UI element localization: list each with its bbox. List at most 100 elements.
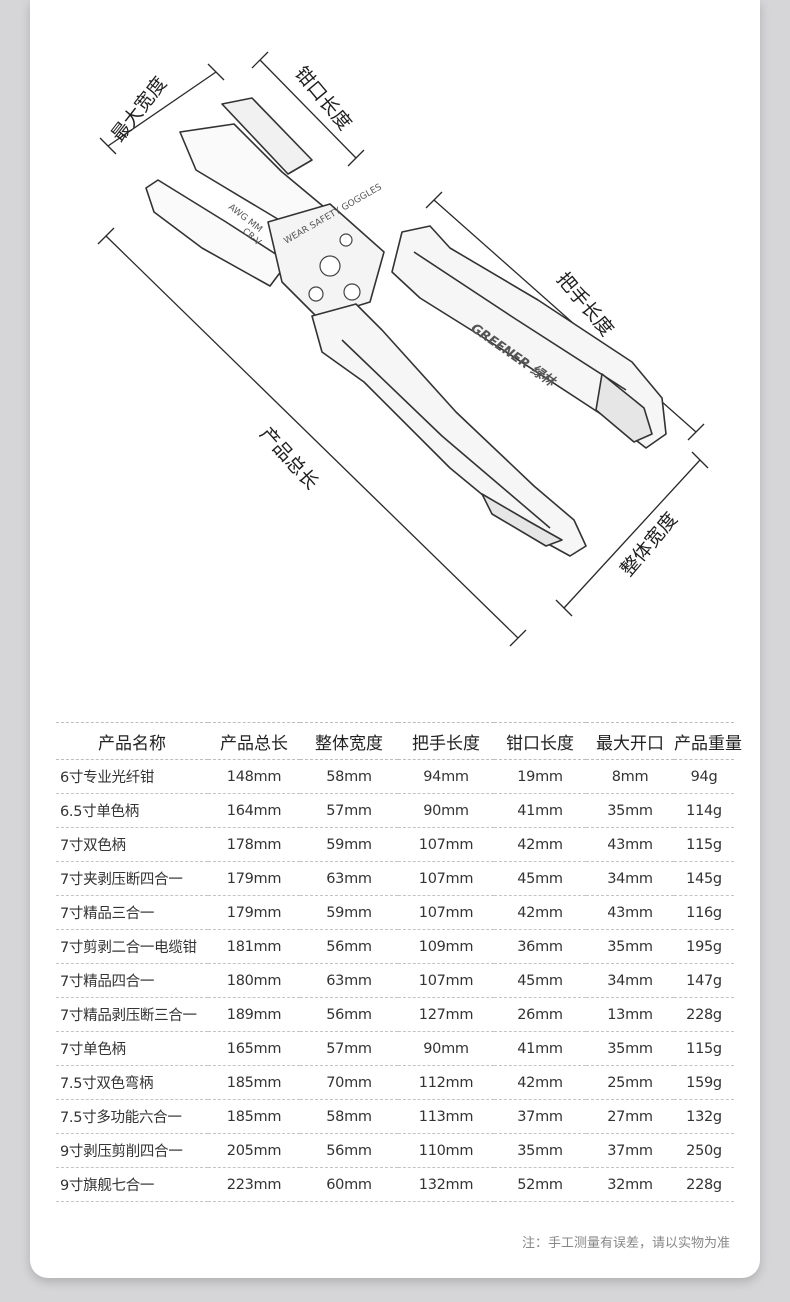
spec-card: AWG MM CR-V WEAR SAFETY GOGGLES GREENER … [30,0,760,1278]
cell-name: 7寸双色柄 [56,827,208,862]
cell-name: 7寸单色柄 [56,1031,208,1066]
cell-jaw-length: 35mm [494,1133,586,1168]
cell-handle-length: 107mm [398,827,494,862]
cell-max-opening: 32mm [586,1167,674,1202]
col-header-max-opening: 最大开口 [586,722,674,760]
plier-illustration: AWG MM CR-V WEAR SAFETY GOGGLES GREENER … [97,51,709,647]
cell-total-length: 164mm [208,793,300,828]
table-row: 7寸精品四合一 180mm 63mm 107mm 45mm 34mm 147g [56,963,734,998]
cell-max-opening: 37mm [586,1133,674,1168]
cell-weight: 147g [674,963,734,998]
cell-name: 6.5寸单色柄 [56,793,208,828]
cell-name: 7寸夹剥压断四合一 [56,861,208,896]
cell-handle-length: 107mm [398,963,494,998]
cell-overall-width: 63mm [300,963,398,998]
cell-weight: 159g [674,1065,734,1100]
cell-total-length: 179mm [208,895,300,930]
cell-total-length: 179mm [208,861,300,896]
table-row: 7寸夹剥压断四合一 179mm 63mm 107mm 45mm 34mm 145… [56,861,734,896]
cell-weight: 116g [674,895,734,930]
col-header-name: 产品名称 [56,722,208,760]
table-row: 7寸精品三合一 179mm 59mm 107mm 42mm 43mm 116g [56,895,734,930]
cell-max-opening: 8mm [586,759,674,794]
cell-total-length: 180mm [208,963,300,998]
cell-jaw-length: 45mm [494,963,586,998]
cell-handle-length: 132mm [398,1167,494,1202]
cell-max-opening: 25mm [586,1065,674,1100]
cell-jaw-length: 37mm [494,1099,586,1134]
cell-jaw-length: 36mm [494,929,586,964]
cell-weight: 132g [674,1099,734,1134]
max-width-dim-line [99,63,225,155]
col-header-jaw-length: 钳口长度 [494,722,586,760]
cell-overall-width: 59mm [300,827,398,862]
table-header-row: 产品名称 产品总长 整体宽度 把手长度 钳口长度 最大开口 产品重量 [56,722,742,760]
cell-weight: 228g [674,997,734,1032]
cell-handle-length: 94mm [398,759,494,794]
col-header-weight: 产品重量 [674,722,742,760]
pivot-bolt [319,255,341,277]
cell-jaw-length: 42mm [494,827,586,862]
cell-overall-width: 58mm [300,1099,398,1134]
cell-max-opening: 27mm [586,1099,674,1134]
cell-total-length: 181mm [208,929,300,964]
cell-weight: 115g [674,827,734,862]
cell-handle-length: 113mm [398,1099,494,1134]
cell-total-length: 148mm [208,759,300,794]
cell-jaw-length: 41mm [494,793,586,828]
col-header-overall-width: 整体宽度 [300,722,398,760]
cell-handle-length: 90mm [398,793,494,828]
cell-handle-length: 110mm [398,1133,494,1168]
cell-weight: 145g [674,861,734,896]
table-row: 6.5寸单色柄 164mm 57mm 90mm 41mm 35mm 114g [56,793,734,828]
cell-name: 7寸精品剥压断三合一 [56,997,208,1032]
cell-name: 7寸精品三合一 [56,895,208,930]
plier-dimension-diagram: AWG MM CR-V WEAR SAFETY GOGGLES GREENER … [30,0,760,690]
cell-jaw-length: 42mm [494,895,586,930]
col-header-total-length: 产品总长 [208,722,300,760]
cell-jaw-length: 41mm [494,1031,586,1066]
cell-overall-width: 56mm [300,997,398,1032]
cell-weight: 114g [674,793,734,828]
table-row: 7.5寸双色弯柄 185mm 70mm 112mm 42mm 25mm 159g [56,1065,734,1100]
cell-jaw-length: 19mm [494,759,586,794]
jaw-length-dim-line [251,51,365,167]
cell-name: 6寸专业光纤钳 [56,759,208,794]
cell-jaw-length: 26mm [494,997,586,1032]
table-row: 7.5寸多功能六合一 185mm 58mm 113mm 37mm 27mm 13… [56,1099,734,1134]
cell-max-opening: 43mm [586,895,674,930]
overall-width-dim-line [555,451,709,617]
cell-overall-width: 58mm [300,759,398,794]
table-row: 7寸精品剥压断三合一 189mm 56mm 127mm 26mm 13mm 22… [56,997,734,1032]
cell-max-opening: 34mm [586,861,674,896]
cell-total-length: 185mm [208,1065,300,1100]
cell-overall-width: 57mm [300,1031,398,1066]
cell-name: 7寸剪剥二合一电缆钳 [56,929,208,964]
cell-max-opening: 35mm [586,1031,674,1066]
measurement-note: 注：手工测量有误差，请以实物为准 [521,1236,730,1251]
cell-name: 7.5寸多功能六合一 [56,1099,208,1134]
cell-handle-length: 109mm [398,929,494,964]
cell-overall-width: 59mm [300,895,398,930]
cell-handle-length: 107mm [398,861,494,896]
cell-overall-width: 57mm [300,793,398,828]
cell-total-length: 189mm [208,997,300,1032]
cell-max-opening: 43mm [586,827,674,862]
cell-max-opening: 13mm [586,997,674,1032]
table-row: 7寸双色柄 178mm 59mm 107mm 42mm 43mm 115g [56,827,734,862]
cell-overall-width: 56mm [300,929,398,964]
cell-total-length: 185mm [208,1099,300,1134]
table-row: 9寸剥压剪削四合一 205mm 56mm 110mm 35mm 37mm 250… [56,1133,734,1168]
cell-overall-width: 63mm [300,861,398,896]
cell-weight: 250g [674,1133,734,1168]
cell-jaw-length: 52mm [494,1167,586,1202]
cell-max-opening: 35mm [586,929,674,964]
table-row: 6寸专业光纤钳 148mm 58mm 94mm 19mm 8mm 94g [56,759,734,794]
cell-total-length: 165mm [208,1031,300,1066]
cell-overall-width: 60mm [300,1167,398,1202]
cell-weight: 228g [674,1167,734,1202]
cell-handle-length: 107mm [398,895,494,930]
cell-handle-length: 112mm [398,1065,494,1100]
table-row: 9寸旗舰七合一 223mm 60mm 132mm 52mm 32mm 228g [56,1167,734,1202]
cell-jaw-length: 45mm [494,861,586,896]
